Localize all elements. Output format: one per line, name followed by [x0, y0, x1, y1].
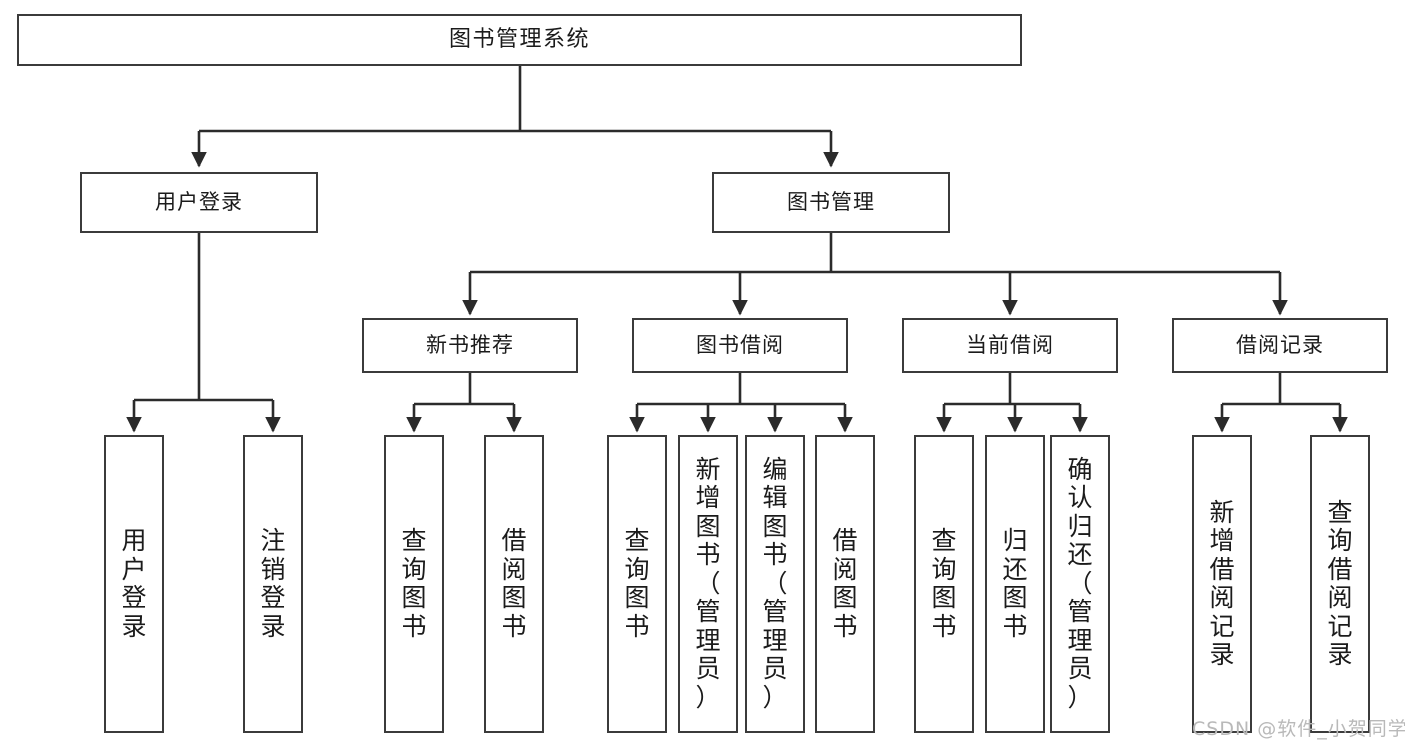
- leaf-add-record-label: 新 增 借 阅 记 录: [1209, 497, 1235, 669]
- node-book-manage[interactable]: 图书管理: [712, 172, 950, 233]
- node-user-login[interactable]: 用户登录: [80, 172, 318, 233]
- leaf-add-record[interactable]: 新 增 借 阅 记 录: [1192, 435, 1252, 733]
- node-current-borrow[interactable]: 当前借阅: [902, 318, 1118, 373]
- leaf-query-book-3-label: 查 询 图 书: [931, 526, 957, 641]
- leaf-query-book-1-label: 查 询 图 书: [401, 526, 427, 641]
- node-book-borrow-label: 图书借阅: [696, 333, 784, 358]
- leaf-add-book[interactable]: 新 增 图 书 （ 管 理 员 ）: [678, 435, 738, 733]
- node-book-manage-label: 图书管理: [787, 190, 875, 215]
- csdn-watermark: CSDN @软件_小贺同学: [1192, 718, 1405, 740]
- leaf-borrow-book-2-label: 借 阅 图 书: [832, 526, 858, 641]
- node-borrow-record[interactable]: 借阅记录: [1172, 318, 1388, 373]
- leaf-query-book-2[interactable]: 查 询 图 书: [607, 435, 667, 733]
- leaf-query-book-1[interactable]: 查 询 图 书: [384, 435, 444, 733]
- leaf-user-login[interactable]: 用 户 登 录: [104, 435, 164, 733]
- leaf-confirm-return[interactable]: 确 认 归 还 （ 管 理 员 ）: [1050, 435, 1110, 733]
- leaf-user-login-label: 用 户 登 录: [121, 526, 147, 641]
- leaf-borrow-book-1-label: 借 阅 图 书: [501, 526, 527, 641]
- node-root-system-label: 图书管理系统: [448, 27, 590, 53]
- leaf-logout-login-label: 注 销 登 录: [260, 526, 286, 641]
- node-book-borrow[interactable]: 图书借阅: [632, 318, 848, 373]
- node-root-system[interactable]: 图书管理系统: [17, 14, 1022, 66]
- node-current-borrow-label: 当前借阅: [966, 333, 1054, 358]
- node-new-book-recommend[interactable]: 新书推荐: [362, 318, 578, 373]
- leaf-edit-book-label: 编 辑 图 书 （ 管 理 员 ）: [762, 454, 788, 712]
- leaf-query-book-2-label: 查 询 图 书: [624, 526, 650, 641]
- leaf-query-record[interactable]: 查 询 借 阅 记 录: [1310, 435, 1370, 733]
- leaf-borrow-book-1[interactable]: 借 阅 图 书: [484, 435, 544, 733]
- node-new-book-recommend-label: 新书推荐: [426, 333, 514, 358]
- leaf-edit-book[interactable]: 编 辑 图 书 （ 管 理 员 ）: [745, 435, 805, 733]
- leaf-add-book-label: 新 增 图 书 （ 管 理 员 ）: [695, 454, 721, 712]
- leaf-query-book-3[interactable]: 查 询 图 书: [914, 435, 974, 733]
- leaf-return-book-label: 归 还 图 书: [1002, 526, 1028, 641]
- leaf-return-book[interactable]: 归 还 图 书: [985, 435, 1045, 733]
- node-user-login-label: 用户登录: [155, 190, 243, 215]
- leaf-borrow-book-2[interactable]: 借 阅 图 书: [815, 435, 875, 733]
- leaf-logout-login[interactable]: 注 销 登 录: [243, 435, 303, 733]
- leaf-confirm-return-label: 确 认 归 还 （ 管 理 员 ）: [1067, 454, 1093, 712]
- leaf-query-record-label: 查 询 借 阅 记 录: [1327, 497, 1353, 669]
- node-borrow-record-label: 借阅记录: [1236, 333, 1324, 358]
